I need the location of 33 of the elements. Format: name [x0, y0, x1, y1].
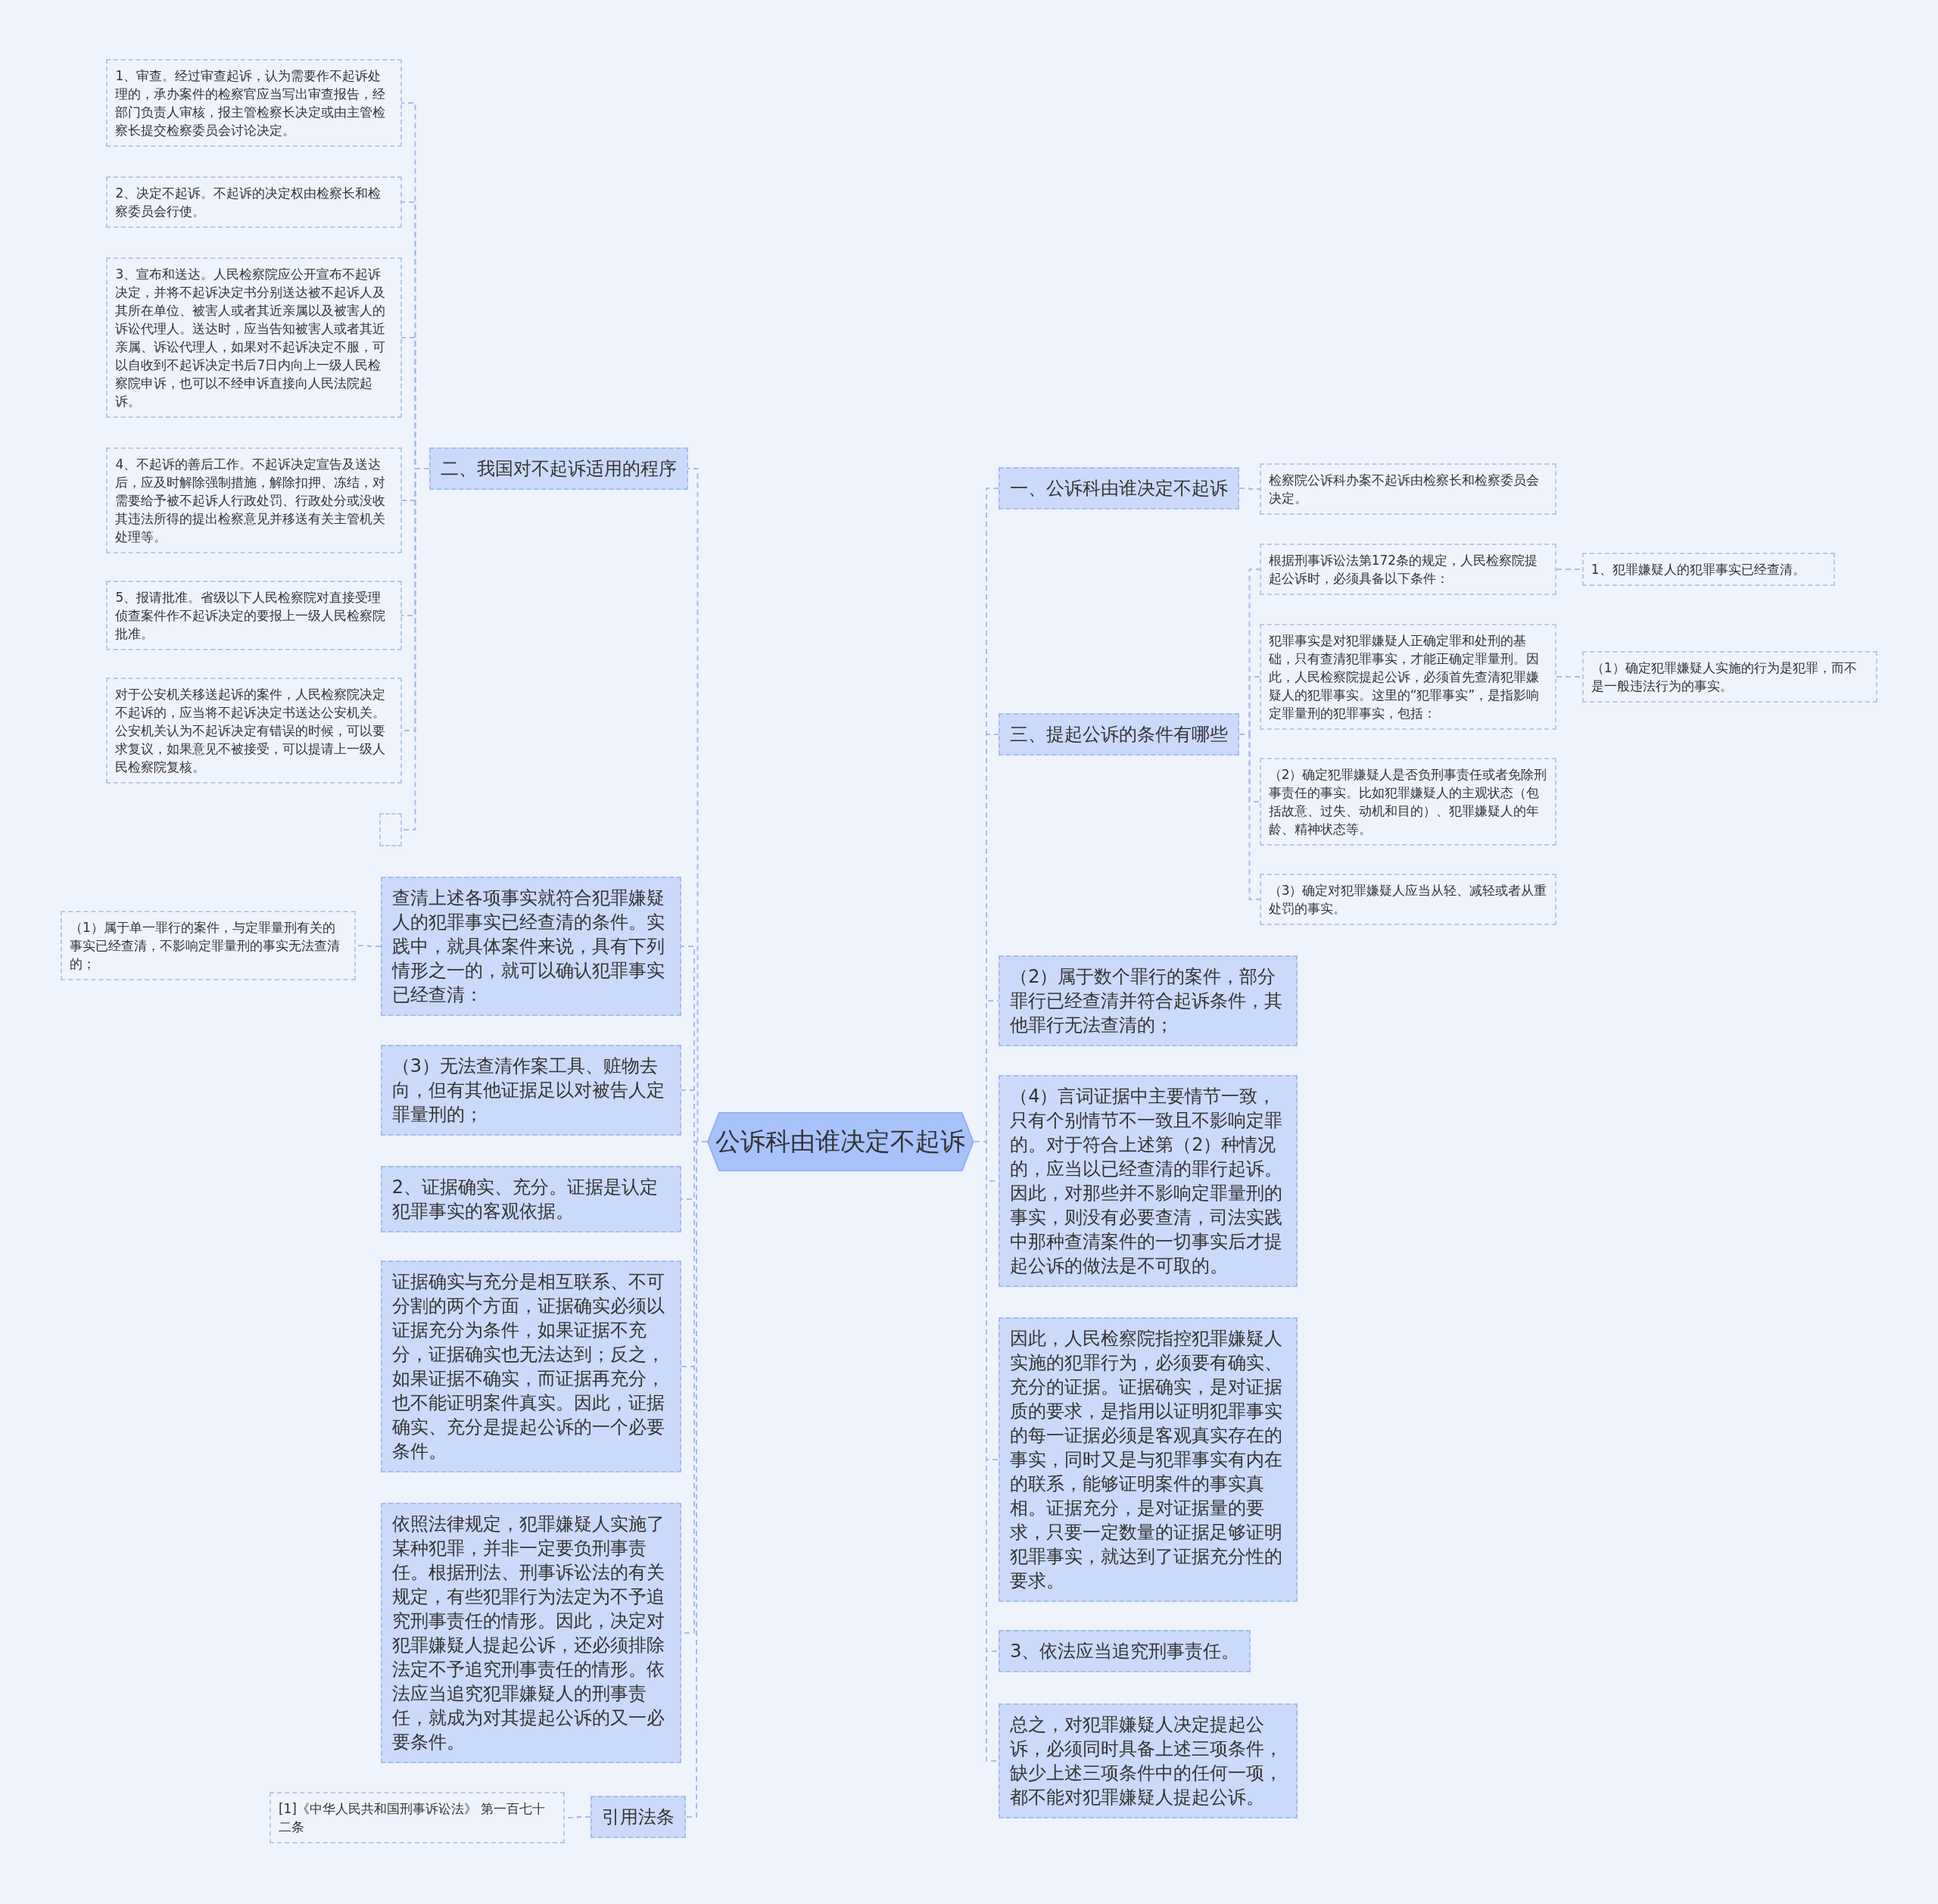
note-box: （2）确定犯罪嫌疑人是否负刑事责任或者免除刑事责任的事实。比如犯罪嫌疑人的主观状态（包括故意、过失、动机和目的）、犯罪嫌疑人的年龄、精神状态等。: [1259, 757, 1556, 846]
topic-box: 总之，对犯罪嫌疑人决定提起公诉，必须同时具备上述三项条件，缺少上述三项条件中的任何一项，都不能对犯罪嫌疑人提起公诉。: [999, 1703, 1298, 1818]
topic-box: 引用法条: [590, 1796, 687, 1839]
note-box: 5、报请批准。省级以下人民检察院对直接受理侦查案件作不起诉决定的要报上一级人民检察院批准。: [106, 581, 402, 651]
connector-line: [1239, 734, 1260, 900]
note-box: 4、不起诉的善后工作。不起诉决定宣告及送达后，应及时解除强制措施，解除扣押、冻结，对需要给予被不起诉人行政处罚、行政处分或没收其违法所得的提出检察意见并移送有关主管机关处理等。: [106, 447, 402, 553]
topic-box: 查清上述各项事实就符合犯罪嫌疑人的犯罪事实已经查清的条件。实践中，就具体案件来说，具有下列情形之一的，就可以确认犯罪事实已经查清：: [380, 876, 681, 1016]
topic-box: （3）无法查清作案工具、赃物去向，但有其他证据足以对被告人定罪量刑的；: [380, 1044, 681, 1136]
note-box: （3）确定对犯罪嫌疑人应当从轻、减轻或者从重处罚的事实。: [1259, 874, 1556, 926]
topic-box: （4）言词证据中主要情节一致，只有个别情节不一致且不影响定罪的。对于符合上述第（2）种情况的，应当以已经查清的罪行起诉。因此，对那些并不影响定罪量刑的事实，则没有必要查清，司法实践中那种查清案件的一切事实后才提起公诉的做法是不可取的。: [999, 1075, 1298, 1288]
connector-line: [1239, 488, 1260, 490]
note-box: 2、决定不起诉。不起诉的决定权由检察长和检察委员会行使。: [106, 176, 402, 229]
topic-box: （2）属于数个罪行的案件，部分罪行已经查清并符合起诉条件，其他罪行无法查清的；: [999, 955, 1298, 1047]
note-box: （1）确定犯罪嫌疑人实施的行为是犯罪，而不是一般违法行为的事实。: [1581, 651, 1877, 703]
topic-box: 二、我国对不起诉适用的程序: [428, 447, 688, 490]
note-box: （1）属于单一罪行的案件，与定罪量刑有关的事实已经查清，不影响定罪量刑的事实无法查清的；: [61, 911, 357, 981]
note-box: 根据刑事诉讼法第172条的规定，人民检察院提起公诉时，必须具备以下条件：: [1259, 544, 1556, 596]
topic-box: 2、证据确实、充分。证据是认定犯罪事实的客观依据。: [380, 1165, 681, 1232]
note-box: 1、审查。经过审查起诉，认为需要作不起诉处理的，承办案件的检察官应当写出审查报告，经部门负责人审核，报主管检察长决定或由主管检察长提交检察委员会讨论决定。: [106, 59, 402, 148]
note-box: 犯罪事实是对犯罪嫌疑人正确定罪和处刑的基础，只有查清犯罪事实，才能正确定罪量刑。因此，人民检察院提起公诉，必须首先查清犯罪嫌疑人的犯罪事实。这里的“犯罪事实”，是指影响定罪量刑的犯罪事实，包括：: [1259, 624, 1556, 731]
empty-box: [379, 813, 402, 847]
topic-box: 依照法律规定，犯罪嫌疑人实施了某种犯罪，并非一定要负刑事责任。根据刑法、刑事诉讼法的有关规定，有些犯罪行为法定为不予追究刑事责任的情形。因此，决定对犯罪嫌疑人提起公诉，还必须排除法定不予追究刑事责任的情形。依法应当追究犯罪嫌疑人的刑事责任，就成为对其提起公诉的又一必要条件。: [380, 1503, 681, 1764]
topic-hexagon: 公诉科由谁决定不起诉: [706, 1112, 974, 1172]
note-box: 1、犯罪嫌疑人的犯罪事实已经查清。: [1581, 552, 1836, 586]
topic-box: 因此，人民检察院指控犯罪嫌疑人实施的犯罪行为，必须要有确实、充分的证据。证据确实，是对证据质的要求，是指用以证明犯罪事实的每一证据必须是客观真实存在的事实，同时又是与犯罪事实有内在的联系，能够证明案件的事实真相。证据充分，是对证据量的要求，只要一定数量的证据足够证明犯罪事实，就达到了证据充分性的要求。: [999, 1317, 1298, 1603]
note-box: 检察院公诉科办案不起诉由检察长和检察委员会决定。: [1259, 463, 1556, 516]
note-box: [1]《中华人民共和国刑事诉讼法》 第一百七十二条: [269, 1792, 566, 1844]
topic-box: 证据确实与充分是相互联系、不可分割的两个方面，证据确实必须以证据充分为条件，如果证据不充分，证据确实也无法达到；反之，如果证据不确实，而证据再充分，也不能证明案件真实。因此，证据确实、充分是提起公诉的一个必要条件。: [380, 1261, 681, 1473]
note-box: 3、宣布和送达。人民检察院应公开宣布不起诉决定，并将不起诉决定书分别送达被不起诉人及其所在单位、被害人或者其近亲属以及被害人的诉讼代理人。送达时，应当告知被害人或者其近亲属、诉讼代理人，如果对不起诉决定不服，可以自收到不起诉决定书后7日内向上一级人民检察院申诉，也可以不经申诉直接向人民法院起诉。: [106, 257, 402, 418]
topic-box: 一、公诉科由谁决定不起诉: [999, 467, 1240, 510]
topic-box: 3、依法应当追究刑事责任。: [999, 1630, 1251, 1673]
note-box: 对于公安机关移送起诉的案件，人民检察院决定不起诉的，应当将不起诉决定书送达公安机关。公安机关认为不起诉决定有错误的时候，可以要求复议，如果意见不被接受，可以提请上一级人民检察院复核。: [106, 677, 402, 784]
topic-box: 三、提起公诉的条件有哪些: [999, 713, 1240, 756]
